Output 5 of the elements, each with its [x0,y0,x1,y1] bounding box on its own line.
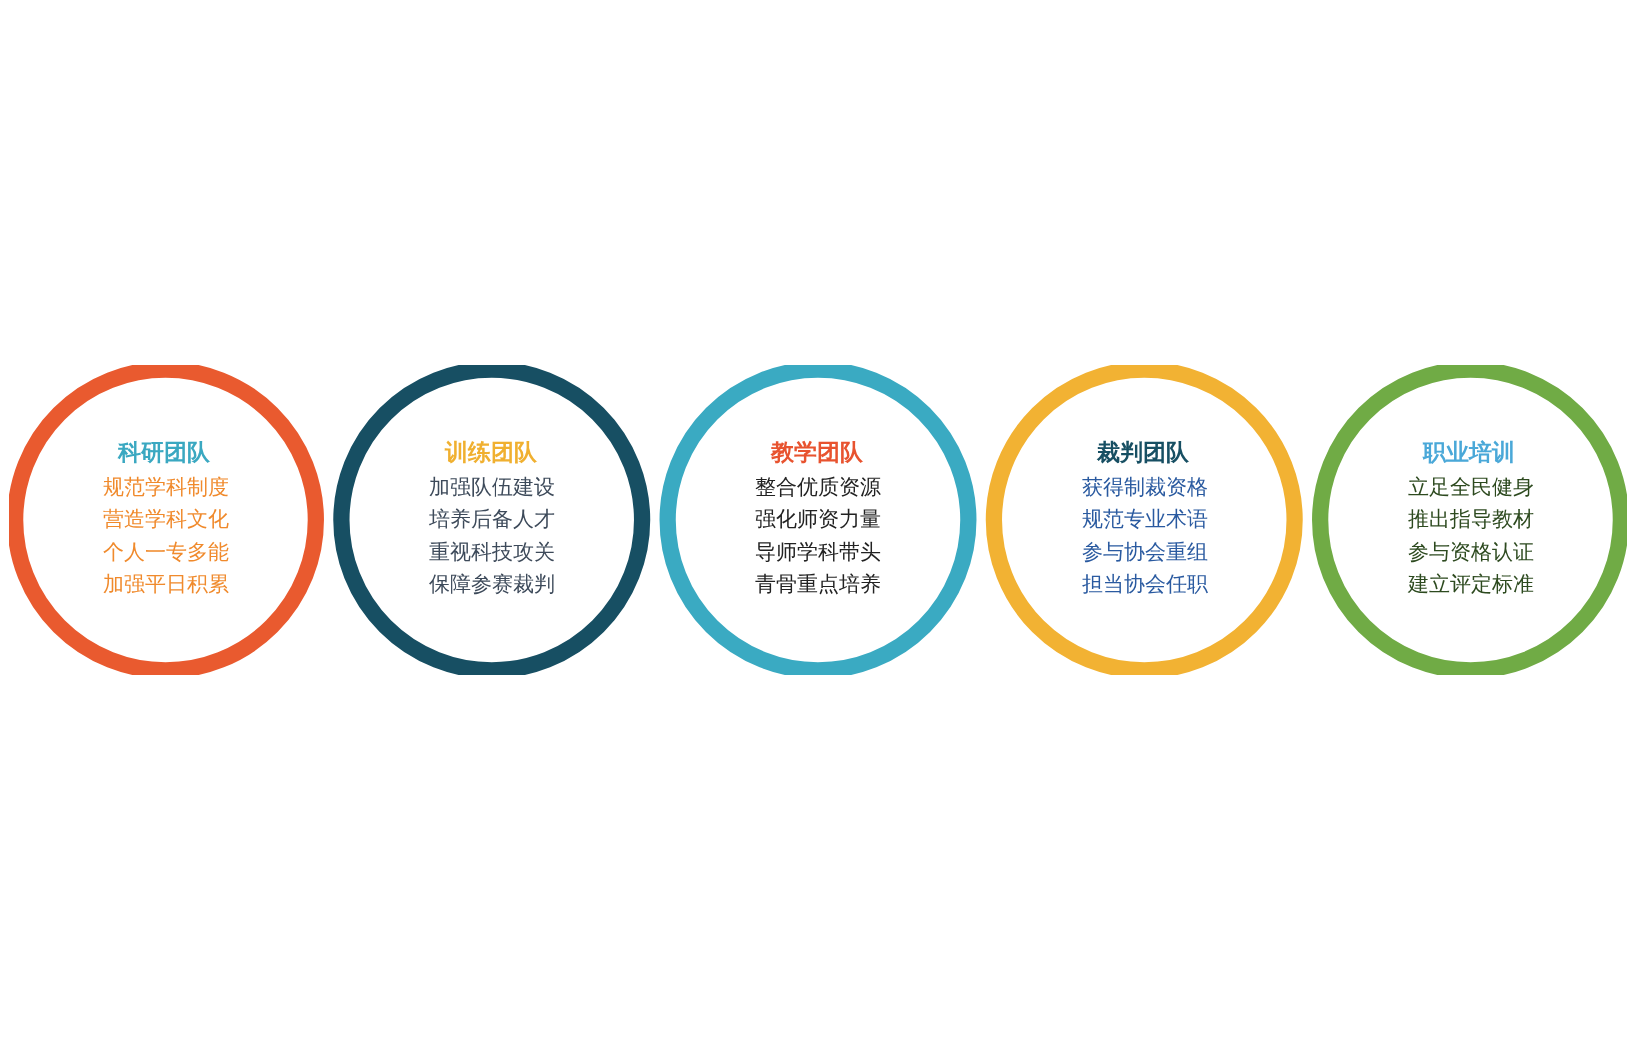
node-circle: 科研团队 规范学科制度 营造学科文化 个人一专多能 加强平日积累 [8,364,324,675]
node-circle: 裁判团队 获得制裁资格 规范专业术语 参与协会重组 担当协会任职 [985,364,1303,675]
node-circle: 训练团队 加强队伍建设 培养后备人才 重视科技攻关 保障参赛裁判 [332,364,650,675]
node-circle: 职业培训 立足全民健身 推出指导教材 参与资格认证 建立评定标准 [1311,364,1627,675]
node-circle: 教学团队 整合优质资源 强化师资力量 导师学科带头 青骨重点培养 [659,364,976,675]
